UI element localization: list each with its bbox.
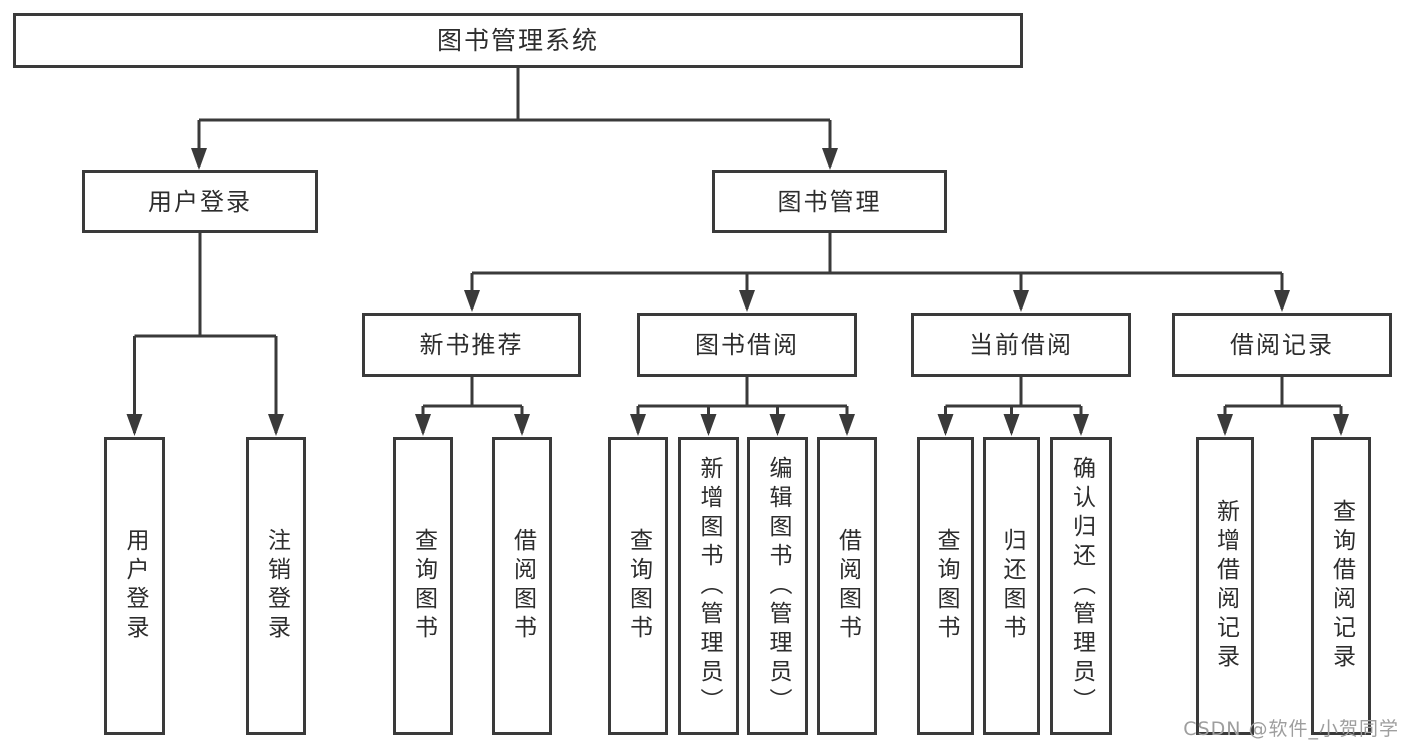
node-book-borrowing: 图书借阅 (637, 313, 857, 377)
node-leaf-add-books-admin: 新增图书（管理员） (678, 437, 739, 735)
node-leaf-query-books-borrowing: 查询图书 (608, 437, 668, 735)
node-leaf-borrow-books: 借阅图书 (817, 437, 877, 735)
node-leaf-add-borrow-record: 新增借阅记录 (1196, 437, 1254, 735)
node-leaf-query-books-current: 查询图书 (917, 437, 974, 735)
node-leaf-borrow-books-recommend: 借阅图书 (492, 437, 552, 735)
watermark: CSDN @软件_小贺同学 (1183, 718, 1399, 740)
node-leaf-query-borrow-record: 查询借阅记录 (1311, 437, 1371, 735)
node-leaf-edit-books-admin: 编辑图书（管理员） (747, 437, 808, 735)
node-leaf-query-books-recommend: 查询图书 (393, 437, 453, 735)
node-book-management: 图书管理 (712, 170, 947, 233)
node-leaf-return-books: 归还图书 (983, 437, 1040, 735)
node-library-management-system: 图书管理系统 (13, 13, 1023, 68)
node-leaf-confirm-return-admin: 确认归还（管理员） (1050, 437, 1112, 735)
node-leaf-logout: 注销登录 (246, 437, 306, 735)
node-new-book-recommendation: 新书推荐 (362, 313, 581, 377)
node-user-login: 用户登录 (82, 170, 318, 233)
node-leaf-user-login: 用户登录 (104, 437, 165, 735)
node-borrowing-records: 借阅记录 (1172, 313, 1392, 377)
node-current-borrowing: 当前借阅 (911, 313, 1131, 377)
